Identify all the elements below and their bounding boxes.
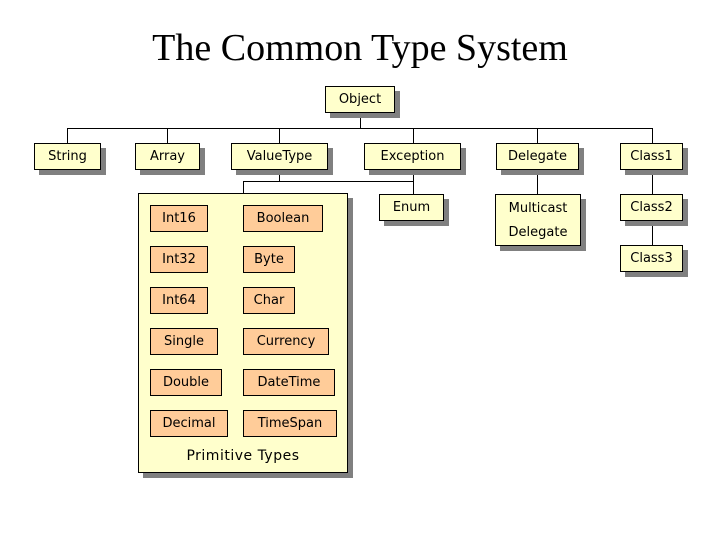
node-string-label: String	[48, 149, 87, 164]
primitive-single[interactable]: Single	[150, 328, 218, 355]
primitive-boolean[interactable]: Boolean	[243, 205, 323, 232]
node-enum[interactable]: Enum	[379, 194, 444, 221]
node-multicast-delegate[interactable]: Multicast Delegate	[495, 194, 581, 246]
node-object-label: Object	[338, 92, 382, 107]
connector-valuetype-down	[279, 170, 280, 182]
primitive-int16[interactable]: Int16	[150, 205, 208, 232]
node-array-label: Array	[149, 149, 185, 164]
node-valuetype-label: ValueType	[246, 149, 313, 164]
primitive-timespan-label: TimeSpan	[257, 416, 323, 431]
primitive-byte-label: Byte	[254, 252, 284, 267]
primitive-char-label: Char	[253, 293, 285, 308]
node-multicast-delegate-label-line2: Delegate	[508, 224, 568, 240]
node-class2-label: Class2	[630, 200, 673, 215]
connector-bus-to-panel	[243, 181, 244, 193]
connector-level2-bus	[243, 181, 413, 182]
primitive-types-panel: Int16 Int32 Int64 Single Double Decimal …	[138, 193, 348, 473]
node-class2[interactable]: Class2	[620, 194, 683, 221]
connector-bus-to-delegate	[537, 128, 538, 143]
connector-class1-to-class2	[652, 170, 653, 194]
primitive-char[interactable]: Char	[243, 287, 295, 314]
connector-bus-to-exception	[413, 128, 414, 143]
primitive-int64-label: Int64	[162, 293, 196, 308]
node-delegate[interactable]: Delegate	[496, 143, 579, 170]
connector-level1-bus	[67, 128, 652, 129]
connector-exception-down	[413, 170, 414, 182]
connector-bus-to-string	[67, 128, 68, 143]
connector-object-down	[360, 113, 361, 128]
primitive-byte[interactable]: Byte	[243, 246, 295, 273]
primitive-double[interactable]: Double	[150, 369, 222, 396]
node-class3-label: Class3	[630, 251, 673, 266]
node-exception[interactable]: Exception	[364, 143, 461, 170]
primitive-int32[interactable]: Int32	[150, 246, 208, 273]
primitive-int16-label: Int16	[162, 211, 196, 226]
primitive-decimal[interactable]: Decimal	[150, 410, 228, 437]
node-class3[interactable]: Class3	[620, 245, 683, 272]
node-valuetype[interactable]: ValueType	[231, 143, 328, 170]
connector-bus-to-enum	[413, 181, 414, 194]
connector-delegate-to-multicast	[537, 170, 538, 194]
primitive-currency[interactable]: Currency	[243, 328, 329, 355]
primitive-types-caption: Primitive Types	[186, 448, 300, 464]
primitive-currency-label: Currency	[256, 334, 316, 349]
node-enum-label: Enum	[392, 200, 431, 215]
primitive-decimal-label: Decimal	[162, 416, 216, 431]
primitive-datetime[interactable]: DateTime	[243, 369, 335, 396]
primitive-boolean-label: Boolean	[256, 211, 310, 226]
primitive-int32-label: Int32	[162, 252, 196, 267]
connector-class2-to-class3	[652, 221, 653, 245]
primitive-single-label: Single	[164, 334, 204, 349]
node-exception-label: Exception	[380, 149, 445, 164]
node-class1-label: Class1	[630, 149, 673, 164]
primitive-double-label: Double	[162, 375, 210, 390]
node-delegate-label: Delegate	[508, 149, 567, 164]
node-string[interactable]: String	[34, 143, 101, 170]
page-title: The Common Type System	[152, 27, 568, 69]
primitive-timespan[interactable]: TimeSpan	[243, 410, 337, 437]
connector-bus-to-array	[167, 128, 168, 143]
node-class1[interactable]: Class1	[620, 143, 683, 170]
primitive-datetime-label: DateTime	[257, 375, 321, 390]
node-multicast-delegate-label-line1: Multicast	[508, 200, 568, 216]
connector-bus-to-valuetype	[279, 128, 280, 143]
node-array[interactable]: Array	[135, 143, 200, 170]
primitive-int64[interactable]: Int64	[150, 287, 208, 314]
connector-bus-to-class1	[652, 128, 653, 143]
node-object[interactable]: Object	[325, 86, 395, 113]
